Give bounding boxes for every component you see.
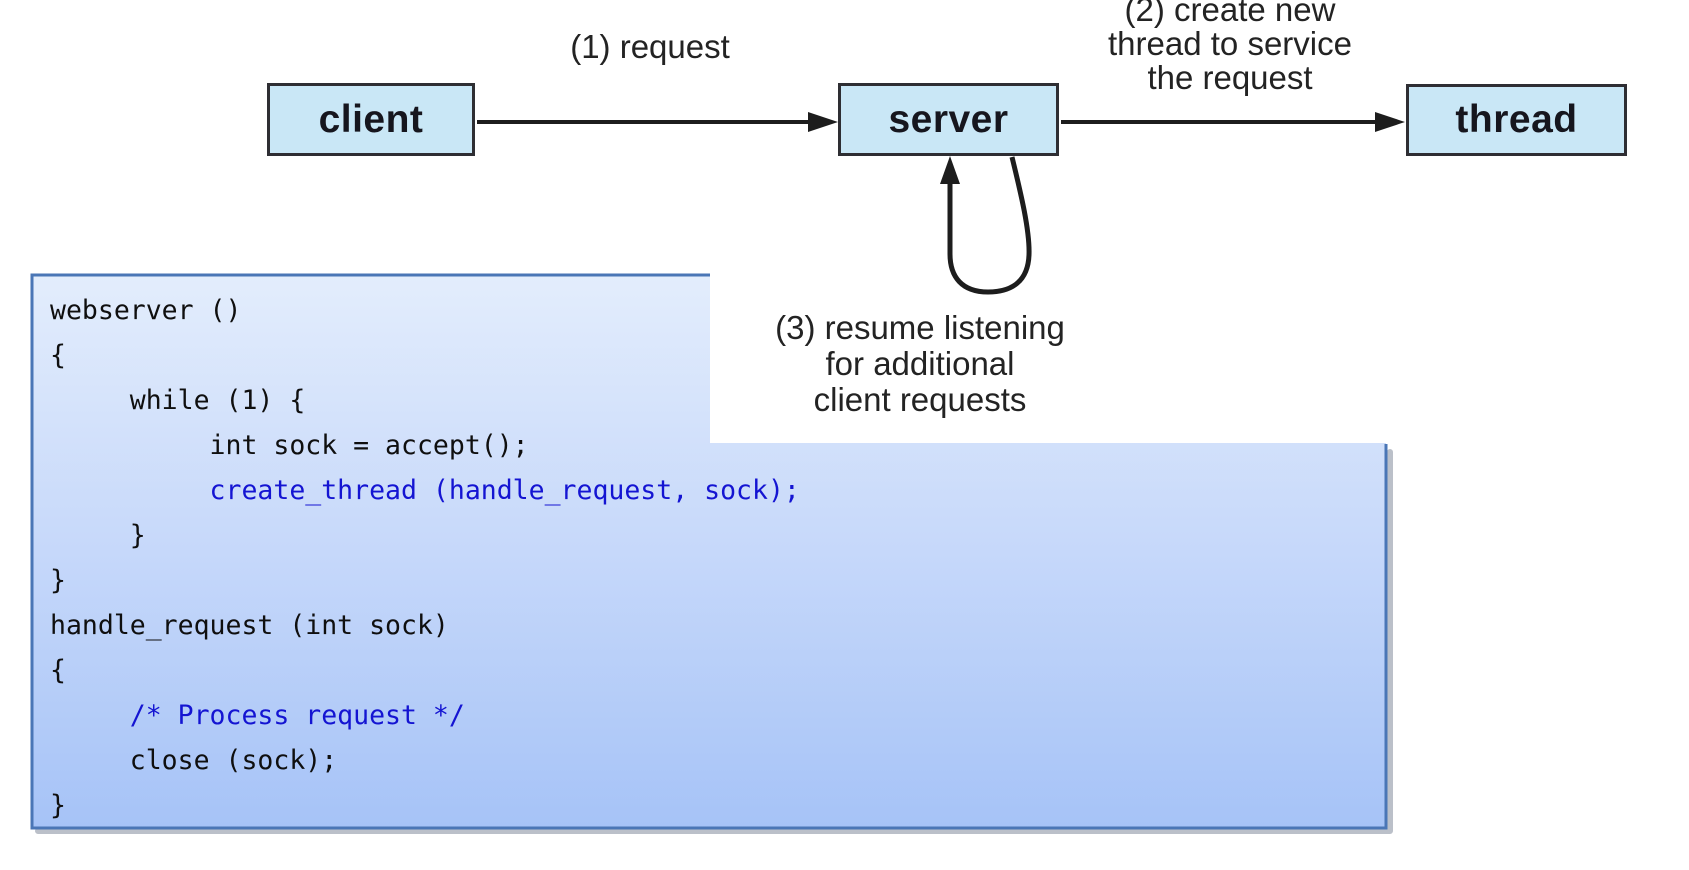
code-line: while (1) {	[50, 385, 306, 416]
code-line: {	[50, 655, 66, 686]
code-line: handle_request (int sock)	[50, 610, 449, 641]
code-panel-shadow	[35, 449, 1393, 834]
code-line: }	[50, 790, 66, 821]
code-line: webserver ()	[50, 295, 242, 326]
arrow-request	[477, 112, 838, 132]
annotation-step1-request: (1) request	[450, 28, 850, 66]
code-panel-background	[32, 275, 1386, 828]
node-client-label: client	[318, 97, 424, 141]
code-line: int sock = accept();	[50, 430, 529, 461]
code-line: close (sock);	[50, 745, 338, 776]
node-server-label: server	[888, 97, 1009, 141]
code-line: {	[50, 340, 66, 371]
node-client: client	[267, 83, 475, 156]
annotation-line: thread to service	[1108, 25, 1352, 62]
annotation-line: client requests	[813, 381, 1027, 418]
code-panel-border	[30, 273, 1388, 830]
node-server: server	[838, 83, 1059, 156]
annotation-line: for additional	[825, 345, 1015, 382]
annotation-step2-create-thread: (2) create new thread to service the req…	[1030, 0, 1430, 95]
arrow-create-thread	[1061, 112, 1405, 132]
node-thread-label: thread	[1455, 98, 1578, 141]
annotation-line: (2) create new	[1124, 0, 1336, 28]
annotation-step3-resume-listening: (3) resume listening for additional clie…	[720, 310, 1120, 418]
arrow-resume-loop	[940, 156, 1032, 295]
annotation-line: the request	[1147, 59, 1313, 96]
code-line: /* Process request */	[50, 700, 465, 731]
annotation-line: (1) request	[570, 28, 730, 65]
code-block: webserver () { while (1) { int sock = ac…	[50, 288, 800, 828]
annotation-line: (3) resume listening	[775, 309, 1065, 346]
code-line: create_thread (handle_request, sock);	[50, 475, 800, 506]
code-line: }	[50, 520, 146, 551]
node-thread: thread	[1406, 84, 1627, 156]
code-line: }	[50, 565, 66, 596]
